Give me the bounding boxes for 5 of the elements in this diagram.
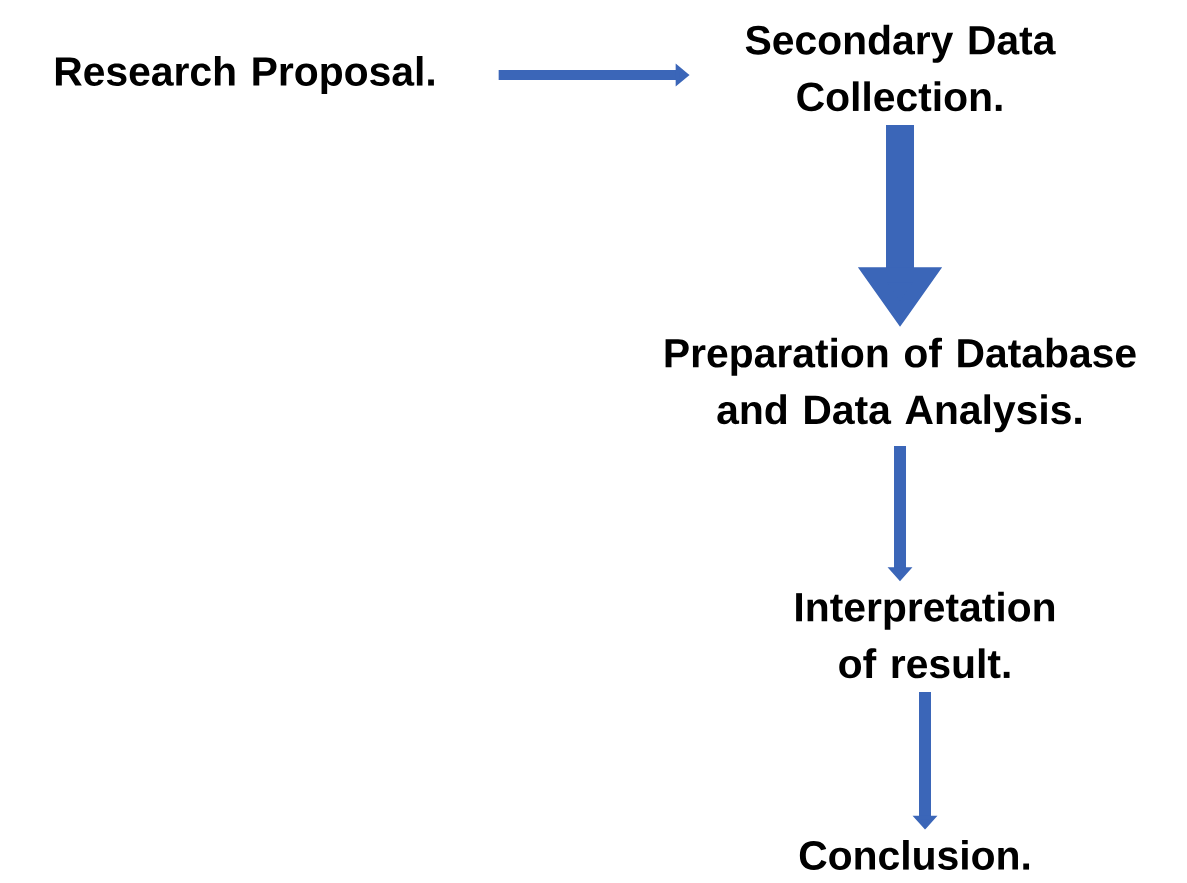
step-text: Secondary Data Collection.	[745, 24, 1056, 112]
step-text: Research Proposal.	[55, 56, 434, 95]
step-text: Preparation of Database and Data Analysis.	[665, 337, 1136, 433]
step-text: Interpretation of result.	[796, 591, 1055, 679]
step-text: Conclusion.	[799, 840, 1030, 870]
